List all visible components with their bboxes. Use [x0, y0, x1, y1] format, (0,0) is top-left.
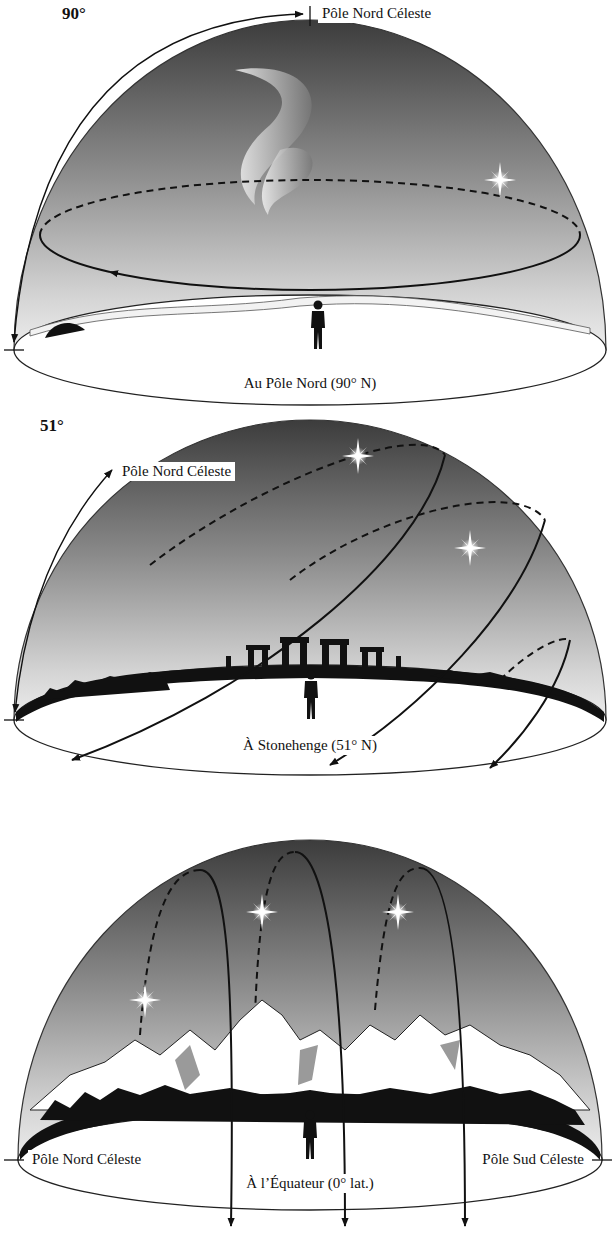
star-trail	[40, 235, 110, 272]
ground	[14, 295, 606, 405]
pole-tick	[592, 1159, 612, 1160]
star-trail	[330, 520, 545, 765]
ground	[14, 665, 606, 775]
angle-label: 51°	[40, 416, 64, 436]
pole-label: Pôle Nord Céleste	[318, 4, 435, 23]
dome-north-pole	[4, 6, 606, 405]
ice-mound	[45, 323, 85, 338]
pole-tick	[309, 6, 310, 26]
ice-horizon	[30, 296, 590, 336]
angle-arrow	[15, 470, 112, 712]
horizon-tick	[4, 349, 24, 350]
dome-equator	[4, 840, 612, 1226]
angle-label: 90°	[62, 4, 86, 24]
star	[454, 530, 486, 566]
location-label: Au Pôle Nord (90° N)	[240, 374, 381, 393]
dome-stonehenge	[4, 420, 606, 775]
sky-dome	[14, 20, 606, 350]
pole-label: Pôle Nord Céleste	[118, 462, 235, 481]
star	[382, 894, 414, 930]
pole-label: Pôle Nord Céleste	[28, 1150, 145, 1169]
star-trail	[290, 502, 545, 580]
pole-label: Pôle Sud Céleste	[478, 1150, 588, 1169]
star	[484, 162, 516, 198]
observer	[303, 1111, 317, 1160]
stonehenge	[226, 637, 401, 668]
horizon-tick	[4, 719, 24, 720]
star	[342, 438, 374, 474]
location-label: À l’Équateur (0° lat.)	[242, 1174, 378, 1193]
sky-dome	[18, 840, 602, 1160]
observer	[311, 301, 325, 350]
mountain-shade	[175, 1040, 460, 1090]
star-trail	[200, 870, 232, 1226]
pole-tick	[4, 1159, 24, 1160]
star-trail	[295, 852, 345, 1226]
observer	[304, 671, 318, 720]
landscape	[16, 665, 604, 722]
star-trail	[72, 455, 445, 760]
ground	[18, 1110, 602, 1210]
star-trail	[140, 870, 200, 1035]
star-trail	[375, 868, 420, 1010]
sky-dome	[14, 420, 606, 720]
star-trail	[420, 868, 465, 1226]
angle-arrow	[14, 14, 303, 342]
star	[246, 894, 278, 930]
star-trail	[110, 235, 580, 290]
star	[129, 982, 161, 1018]
star-trail	[255, 852, 295, 1015]
star-trail	[490, 640, 570, 768]
forest	[40, 1085, 585, 1125]
location-label: À Stonehenge (51° N)	[239, 736, 381, 755]
